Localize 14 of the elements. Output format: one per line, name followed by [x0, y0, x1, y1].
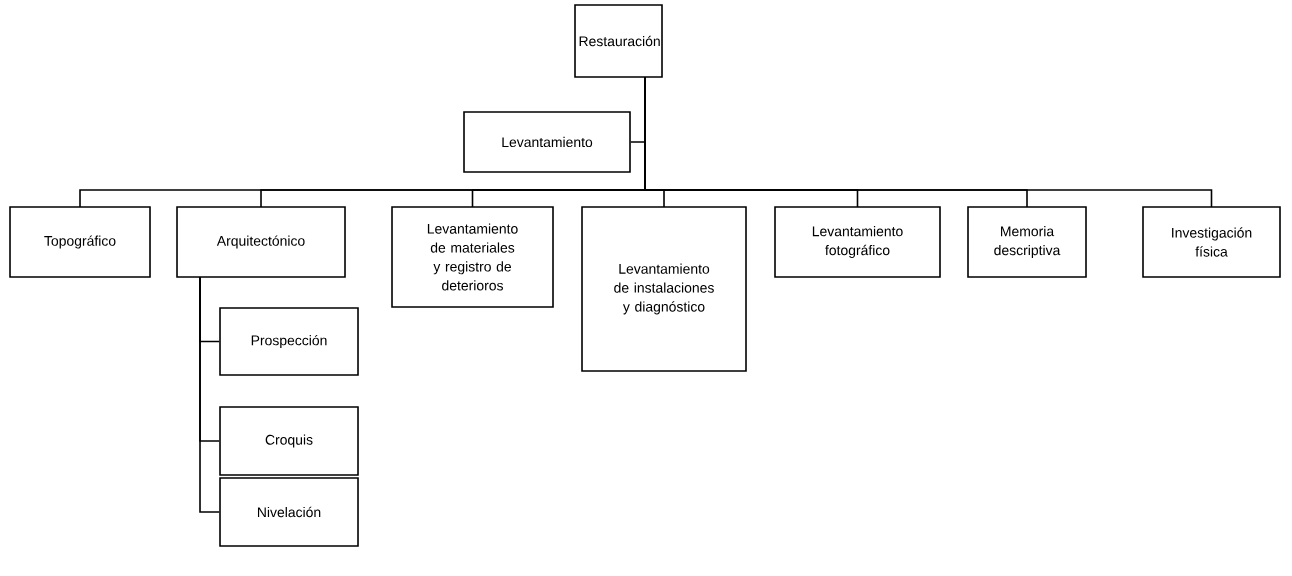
connector: [644, 76, 1213, 208]
box: Prospección: [219, 307, 359, 376]
box: Memoria descriptiva: [967, 206, 1087, 278]
box: Croquis: [219, 406, 359, 476]
box: Levantamiento fotográfico: [774, 206, 941, 278]
box: Levantamiento de instalaciones y diagnóstico: [581, 206, 747, 372]
connector: [199, 276, 220, 513]
box: Topográfico: [9, 206, 151, 278]
box: Levantamiento de materiales y registro de deterioros: [391, 206, 554, 308]
box: Arquitectónico: [176, 206, 346, 278]
box: Nivelación: [219, 477, 359, 547]
box: Levantamiento: [463, 111, 631, 173]
box: Investigación física: [1142, 206, 1281, 278]
box: Restauración: [574, 4, 663, 78]
